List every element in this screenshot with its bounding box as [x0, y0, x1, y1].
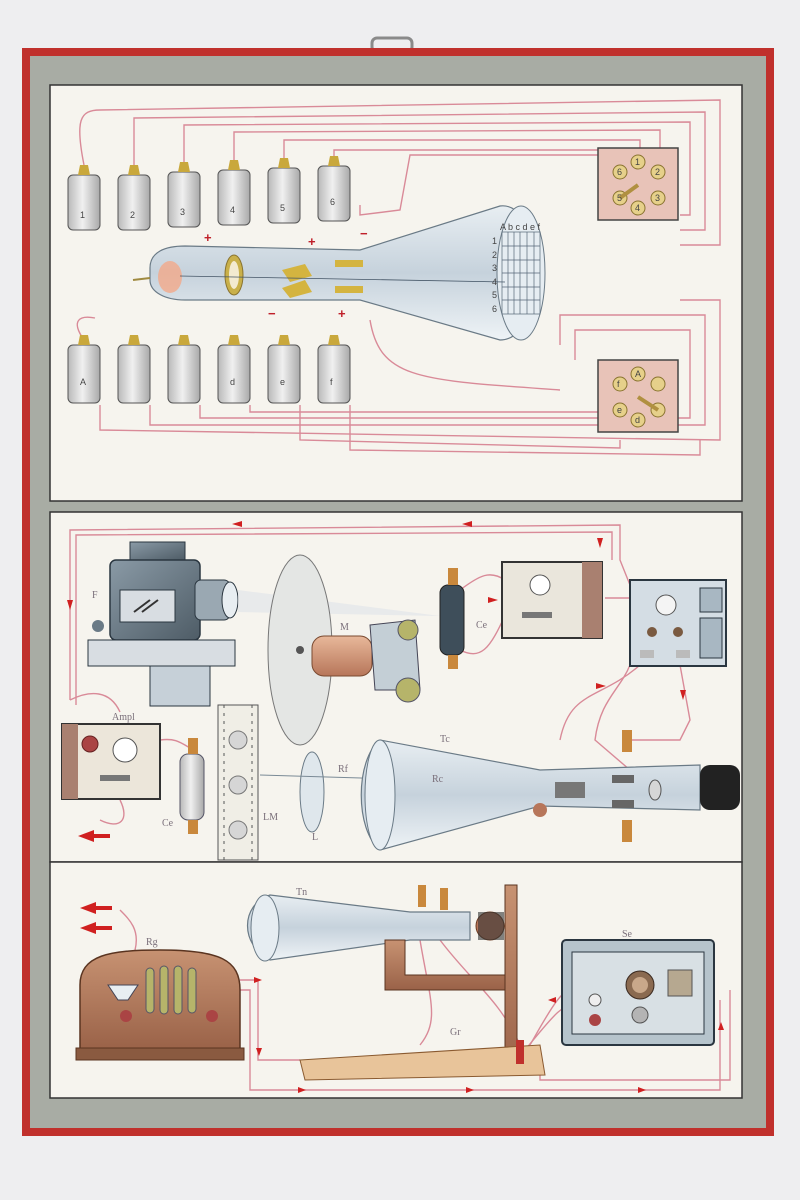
battery-b [117, 335, 151, 404]
beam-label: Rc [432, 774, 444, 785]
lens: L [299, 751, 325, 843]
control-cabinet [629, 579, 727, 667]
sign-plus-left: + [204, 230, 212, 245]
battery-a: A [67, 335, 101, 404]
middle-panel: F M Ce [49, 511, 743, 863]
wooden-stand: Gr [299, 884, 546, 1081]
battery-label-2: 2 [130, 210, 135, 220]
disc-motor: M [311, 619, 421, 703]
photocell-left: Ce [162, 738, 205, 834]
upper-battery-row: 1 2 3 4 5 [67, 156, 351, 231]
switch-lower-contact-f: f [617, 379, 620, 389]
battery-label-a: A [80, 377, 86, 387]
motor-label: M [340, 622, 349, 633]
battery-d: d [217, 335, 251, 404]
film-label: LM [263, 812, 278, 823]
switch-upper-contact-3: 2 [655, 167, 660, 177]
lens-label: L [312, 832, 318, 843]
screen-row-label-1: 1 [492, 236, 497, 246]
supply-label: Se [622, 929, 633, 940]
sign-minus-bottom: − [268, 306, 276, 321]
ray-label: Rf [338, 764, 349, 775]
cathode-ray-tube: A b c d e f 1 2 3 4 5 6 [132, 205, 546, 341]
switch-upper-contact-5: 4 [635, 203, 640, 213]
switch-lower-contact-d: d [635, 415, 640, 425]
battery-label-6: 6 [330, 197, 335, 207]
screen-row-label-3: 3 [492, 263, 497, 273]
battery-1: 1 [67, 165, 101, 231]
lower-switch-box: A f e d [597, 359, 679, 433]
battery-label-f: f [330, 377, 333, 387]
switch-upper-contact-1: 6 [617, 167, 622, 177]
switch-lower-contact-e: e [617, 405, 622, 415]
battery-label-5: 5 [280, 203, 285, 213]
battery-label-1: 1 [80, 210, 85, 220]
meter-box [501, 561, 603, 639]
film-strip: LM [217, 704, 278, 861]
scanning-disc [267, 554, 333, 746]
upper-switch-box: 6 1 2 5 4 3 [597, 147, 679, 221]
stand-label: Gr [450, 1027, 461, 1038]
battery-f: f [317, 335, 351, 404]
switch-upper-contact-2: 1 [635, 157, 640, 167]
bottom-arrows [80, 902, 724, 1093]
battery-2: 2 [117, 165, 151, 231]
radio-receiver: Rg [75, 937, 245, 1061]
middle-arrows [67, 521, 686, 842]
projector-label: F [92, 590, 98, 601]
battery-c [167, 335, 201, 404]
battery-6: 6 [317, 156, 351, 222]
sign-minus-top: − [360, 226, 368, 241]
camera-tube: Tc Rc [360, 730, 740, 851]
photocell-top-label: Ce [476, 620, 488, 631]
battery-label-e: e [280, 377, 285, 387]
sign-plus-right: + [308, 234, 316, 249]
screen-grid [501, 231, 541, 315]
top-panel: 1 2 3 4 5 [49, 84, 743, 502]
photocell-top: Ce [439, 568, 488, 669]
battery-e: e [267, 335, 301, 404]
amplifier-label: Ampl [112, 712, 135, 723]
sign-plus-bottom: + [338, 306, 346, 321]
radio-label: Rg [146, 937, 158, 948]
battery-label-4: 4 [230, 205, 235, 215]
battery-label-d: d [230, 377, 235, 387]
receiver-tube: Tn [247, 885, 505, 962]
screen-row-label-4: 4 [492, 277, 497, 287]
switch-upper-contact-6: 3 [655, 193, 660, 203]
photocell-left-label: Ce [162, 818, 174, 829]
amplifier-box: Ampl [61, 712, 161, 800]
lower-battery-row: A d e [67, 335, 351, 404]
receiver-tube-label: Tn [296, 887, 307, 898]
switch-upper-contact-4: 5 [617, 193, 622, 203]
power-supply-box: Se [561, 929, 715, 1046]
battery-5: 5 [267, 158, 301, 224]
battery-3: 3 [167, 162, 201, 228]
screen-row-label-2: 2 [492, 250, 497, 260]
camera-tube-label: Tc [440, 734, 450, 745]
screen-row-label-6: 6 [492, 304, 497, 314]
screen-row-label-5: 5 [492, 290, 497, 300]
switch-lower-contact-a: A [635, 369, 641, 379]
film-projector: F [87, 541, 239, 707]
screen-column-labels: A b c d e f [500, 222, 541, 232]
battery-4: 4 [217, 160, 251, 226]
battery-label-3: 3 [180, 207, 185, 217]
bottom-panel: Rg Tn Gr Se [49, 861, 743, 1099]
